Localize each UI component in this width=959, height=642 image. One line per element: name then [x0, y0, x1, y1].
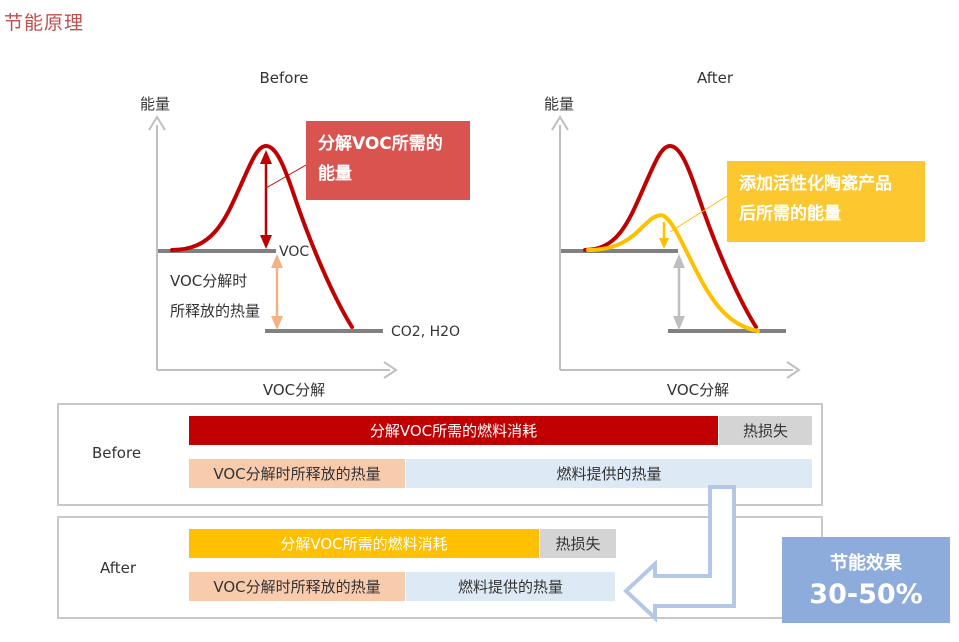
- after-callout-line-1: 添加活性化陶瓷产品: [739, 174, 892, 194]
- before-release-arrow-bottom: [271, 316, 283, 330]
- before-x-axis-arrow: [383, 361, 398, 379]
- before-chart-heading: Before: [259, 69, 308, 87]
- result-value: 30-50%: [809, 579, 923, 610]
- before-activation-callout: 分解VOC所需的 能量: [306, 121, 470, 200]
- before-callout-leader: [265, 164, 307, 189]
- after-heat-loss-bar: 热损失: [540, 529, 616, 558]
- after-voc-heat-bar: VOC分解时所释放的热量: [189, 572, 405, 601]
- after-row-label: After: [100, 559, 137, 577]
- before-product-label: CO2, H2O: [391, 324, 460, 340]
- before-heat-loss-bar: 热损失: [719, 416, 812, 445]
- after-x-axis-label: VOC分解: [667, 381, 729, 399]
- before-fuel-heat-bar: 燃料提供的热量: [406, 459, 812, 488]
- after-original-curve: [583, 143, 758, 329]
- before-row-label: Before: [92, 444, 142, 462]
- before-energy-curve: [170, 143, 354, 329]
- after-release-arrow-top: [673, 254, 685, 268]
- after-panel: After 分解VOC所需的燃料消耗 热损失 VOC分解时所释放的热量 燃料提供…: [57, 516, 823, 619]
- result-label: 节能效果: [830, 553, 902, 574]
- before-callout-line-1: 分解VOC所需的: [318, 134, 443, 154]
- before-release-label-1: VOC分解时: [170, 272, 247, 290]
- before-activation-arrow-top: [260, 150, 272, 164]
- after-chart-heading: After: [697, 69, 734, 87]
- before-fuel-consumption-bar: 分解VOC所需的燃料消耗: [189, 416, 718, 445]
- after-fuel-consumption-bar: 分解VOC所需的燃料消耗: [189, 529, 539, 558]
- after-fuel-heat-bar: 燃料提供的热量: [406, 572, 615, 601]
- after-callout-line-2: 后所需的能量: [739, 204, 841, 224]
- after-release-arrow-bottom: [673, 316, 685, 330]
- page-title: 节能原理: [4, 12, 85, 34]
- after-activation-arrow-bottom: [659, 238, 669, 249]
- after-y-axis-label: 能量: [544, 95, 574, 113]
- before-activation-arrow-bottom: [260, 235, 272, 249]
- before-panel: Before 分解VOC所需的燃料消耗 热损失 VOC分解时所释放的热量 燃料提…: [57, 403, 823, 506]
- before-y-axis-label: 能量: [140, 95, 170, 113]
- before-voc-label: VOC: [279, 244, 309, 260]
- before-y-axis-arrow: [148, 115, 166, 131]
- after-x-axis-arrow: [786, 361, 801, 379]
- after-activation-callout: 添加活性化陶瓷产品 后所需的能量: [727, 161, 925, 242]
- before-voc-heat-bar: VOC分解时所释放的热量: [189, 459, 405, 488]
- after-callout-leader: [669, 195, 728, 233]
- after-y-axis-arrow: [551, 115, 569, 131]
- before-release-label-2: 所释放的热量: [170, 302, 260, 320]
- energy-saving-result: 节能效果 30-50%: [782, 537, 950, 623]
- after-catalyst-curve: [586, 213, 760, 333]
- before-release-arrow-top: [271, 254, 283, 268]
- before-x-axis-label: VOC分解: [263, 381, 325, 399]
- before-callout-line-2: 能量: [318, 164, 352, 184]
